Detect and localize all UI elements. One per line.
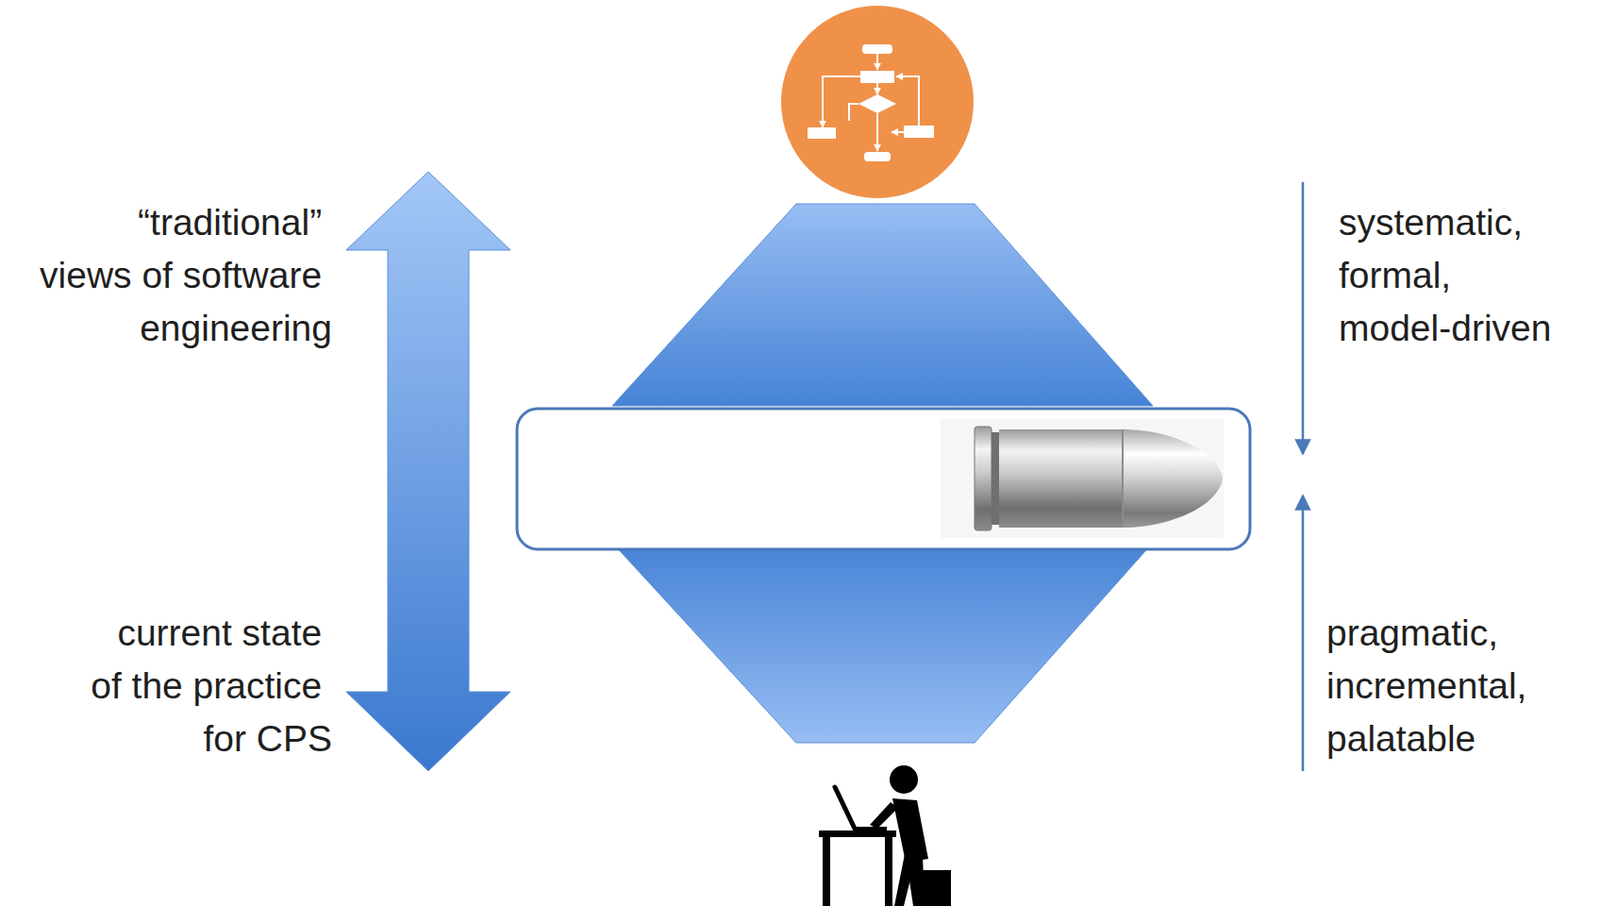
flowchart-icon bbox=[781, 5, 974, 199]
label-line: views of software bbox=[39, 249, 333, 302]
side-label: current state of the practice for CPS bbox=[90, 606, 333, 766]
label-line: “traditional” bbox=[39, 196, 333, 250]
label-line: incremental, bbox=[1326, 659, 1537, 713]
bullet-icon bbox=[940, 418, 1224, 538]
up-arrow bbox=[1301, 495, 1305, 771]
label-line: of the practice bbox=[90, 659, 333, 713]
hexagon-bottom bbox=[612, 542, 1153, 743]
double-arrow bbox=[346, 171, 511, 771]
side-label: systematic, formal, model-driven bbox=[1338, 196, 1551, 355]
label-line: pragmatic, bbox=[1326, 606, 1537, 660]
label-line: formal, bbox=[1338, 249, 1551, 302]
hexagon-top bbox=[612, 203, 1153, 406]
band bbox=[516, 408, 1250, 550]
label-line: engineering bbox=[39, 301, 333, 355]
person-at-desk bbox=[818, 765, 951, 906]
label-line: model-driven bbox=[1338, 301, 1551, 355]
down-arrow bbox=[1301, 182, 1305, 454]
side-label: “traditional” views of software engineer… bbox=[39, 196, 333, 355]
label-line: palatable bbox=[1326, 712, 1537, 766]
label-line: current state bbox=[90, 606, 333, 660]
label-line: systematic, bbox=[1338, 196, 1551, 250]
side-label: pragmatic, incremental, palatable bbox=[1326, 606, 1537, 766]
label-line: for CPS bbox=[90, 712, 333, 766]
